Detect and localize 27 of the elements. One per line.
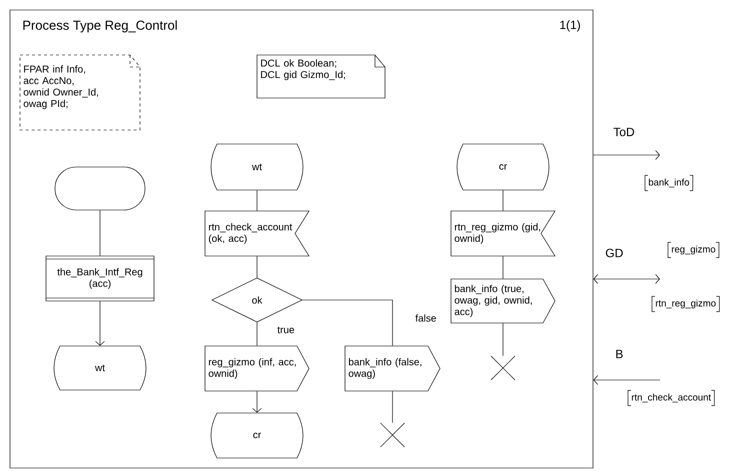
signal-list: rtn_reg_gizmo — [652, 296, 720, 312]
channel-name: B — [614, 348, 624, 360]
signal-list: bank_info — [644, 175, 694, 191]
flow-line — [502, 256, 504, 279]
flow-line — [256, 190, 258, 211]
channel-arrow — [593, 150, 660, 160]
stop-cross — [380, 422, 405, 448]
comment-note: DCL ok Boolean; DCL gid Gizmo_Id; — [256, 54, 386, 98]
channel-arrow — [593, 274, 660, 284]
flow-arrow — [95, 301, 105, 346]
edge-label: false — [414, 313, 438, 323]
flow-arrow — [252, 391, 262, 413]
channel-arrow — [593, 375, 660, 385]
channel-name: ToD — [612, 126, 636, 138]
start-symbol — [54, 166, 146, 210]
edge-label: true — [276, 326, 296, 334]
flow-line — [302, 300, 393, 346]
flow-line — [256, 322, 258, 346]
flow-line — [502, 190, 504, 211]
procedure-call-box: the_Bank_Intf_Reg (acc) — [46, 256, 154, 302]
flow-line — [256, 256, 258, 278]
flow-line — [502, 323, 504, 356]
signal-list: rtn_check_account — [628, 390, 715, 406]
flow-line — [392, 391, 393, 423]
channel-name: GD — [604, 248, 624, 258]
stop-cross — [490, 356, 516, 380]
signal-list: reg_gizmo — [668, 242, 720, 258]
